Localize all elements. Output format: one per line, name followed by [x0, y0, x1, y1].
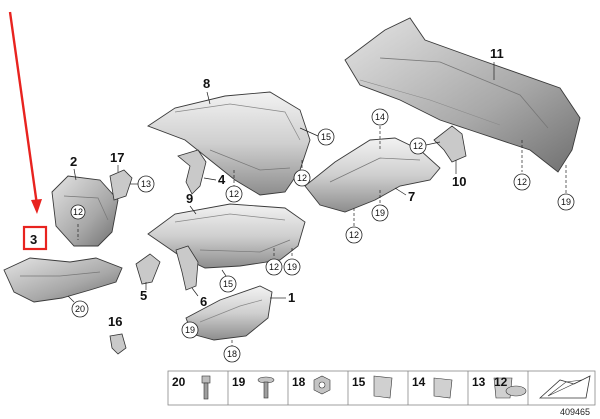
callout-12-side: 12 — [70, 204, 86, 220]
svg-text:12: 12 — [73, 207, 83, 217]
label-8: 8 — [203, 76, 210, 91]
svg-text:18: 18 — [227, 349, 237, 359]
label-2: 2 — [70, 154, 77, 169]
svg-text:12: 12 — [413, 141, 423, 151]
label-4: 4 — [218, 172, 226, 187]
callout-18: 18 — [223, 345, 241, 363]
label-9: 9 — [186, 191, 193, 206]
callout-19-lower: 19 — [283, 258, 301, 276]
svg-text:12: 12 — [297, 173, 307, 183]
part-7-heat-shield — [304, 137, 441, 213]
part-9-heat-shield — [147, 203, 306, 269]
part-5-bracket — [135, 253, 161, 285]
svg-text:19: 19 — [185, 325, 195, 335]
svg-text:15: 15 — [352, 375, 366, 389]
svg-text:19: 19 — [561, 197, 571, 207]
label-10: 10 — [452, 174, 466, 189]
callout-19-lower-left: 19 — [181, 321, 199, 339]
callout-20-front: 20 — [71, 300, 89, 318]
legend-item-14: 14 — [412, 375, 453, 399]
fastener-legend: 20 19 18 15 14 13 12 — [167, 370, 596, 406]
callout-12-upper-left: 12 — [225, 185, 243, 203]
callout-15-upper: 15 — [317, 128, 335, 146]
legend-item-19: 19 — [232, 375, 275, 399]
svg-text:12: 12 — [494, 375, 508, 389]
callout-12-lower: 12 — [265, 258, 283, 276]
part-16-clip — [109, 333, 127, 355]
callout-12-bracket: 12 — [409, 137, 427, 155]
svg-text:20: 20 — [172, 375, 186, 389]
part-17-bracket — [109, 169, 133, 201]
svg-text:19: 19 — [287, 262, 297, 272]
part-3-heat-shield — [3, 257, 123, 303]
legend-item-12: 12 — [494, 375, 527, 397]
callout-label-3: 3 — [30, 232, 37, 247]
svg-text:19: 19 — [232, 375, 246, 389]
part-6-bracket — [175, 245, 199, 291]
label-1: 1 — [288, 290, 295, 305]
svg-text:12: 12 — [349, 230, 359, 240]
part-1-heat-shield — [185, 285, 273, 341]
svg-text:15: 15 — [321, 132, 331, 142]
callout-arrow — [8, 11, 42, 214]
label-6: 6 — [200, 294, 207, 309]
callout-14: 14 — [371, 108, 389, 126]
label-5: 5 — [140, 288, 147, 303]
legend-item-15: 15 — [352, 375, 393, 399]
svg-text:18: 18 — [292, 375, 306, 389]
label-7: 7 — [408, 189, 415, 204]
svg-text:12: 12 — [269, 262, 279, 272]
part-4-bracket — [177, 149, 207, 195]
diagram-reference-number: 409465 — [560, 407, 590, 417]
callout-19-rear: 19 — [557, 193, 575, 211]
svg-text:14: 14 — [412, 375, 426, 389]
legend-item-20: 20 — [172, 375, 211, 400]
label-16: 16 — [108, 314, 122, 329]
legend-arrow-icon — [538, 375, 591, 399]
svg-text:14: 14 — [375, 112, 385, 122]
svg-text:13: 13 — [472, 375, 486, 389]
callout-13: 13 — [137, 175, 155, 193]
svg-text:19: 19 — [375, 208, 385, 218]
part-8-heat-shield — [147, 91, 311, 196]
part-11-heat-shield — [344, 17, 581, 173]
svg-text:15: 15 — [223, 279, 233, 289]
callout-12-rear: 12 — [513, 173, 531, 191]
callout-box — [22, 225, 48, 251]
svg-text:13: 13 — [141, 179, 151, 189]
legend-item-18: 18 — [292, 375, 331, 395]
label-17: 17 — [110, 150, 124, 165]
svg-text:12: 12 — [517, 177, 527, 187]
svg-text:20: 20 — [75, 304, 85, 314]
callout-12-center: 12 — [345, 226, 363, 244]
callout-12-upper-right: 12 — [293, 169, 311, 187]
label-11: 11 — [490, 46, 504, 61]
part-10-bracket — [433, 125, 467, 163]
svg-text:12: 12 — [229, 189, 239, 199]
callout-15-lower: 15 — [219, 275, 237, 293]
callout-19-center: 19 — [371, 204, 389, 222]
